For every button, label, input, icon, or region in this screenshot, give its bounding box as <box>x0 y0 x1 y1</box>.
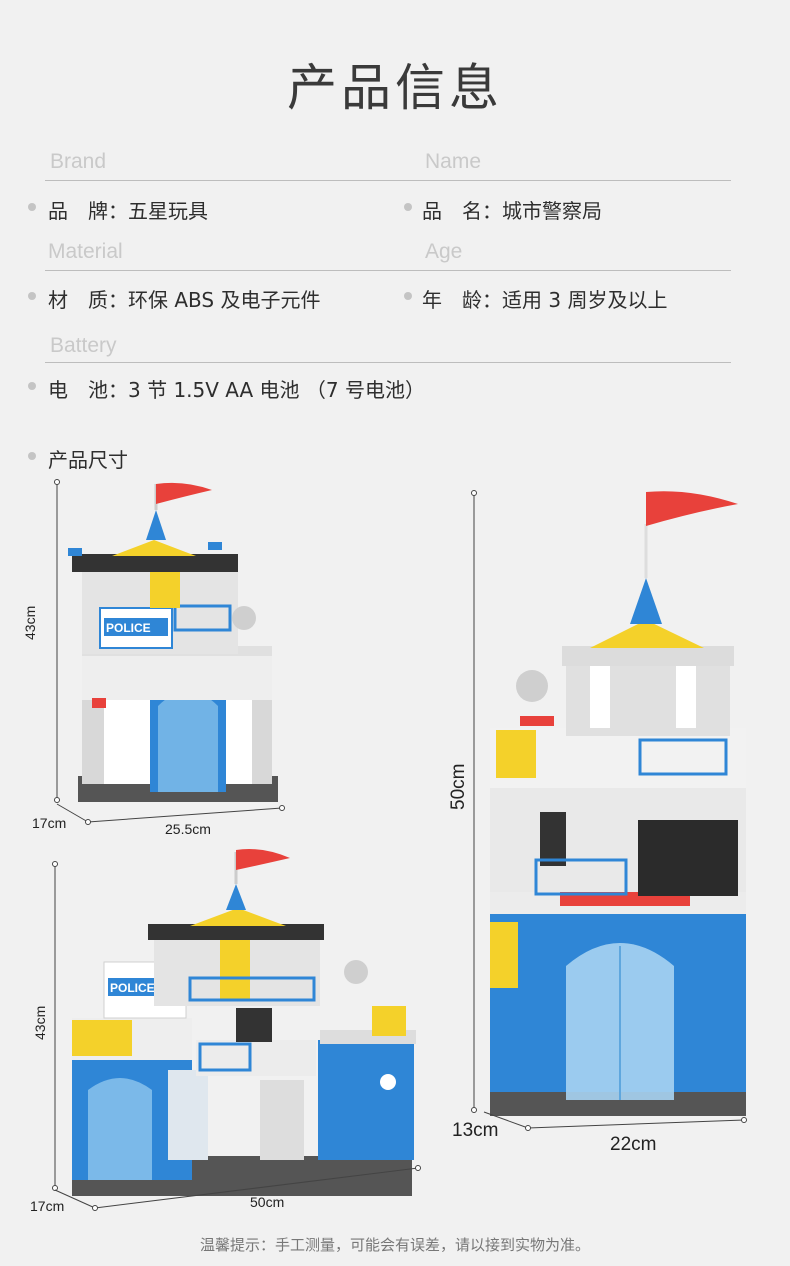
page-title: 产品信息 <box>287 59 503 117</box>
battery-row: 电 池：3 节 1.5V AA 电池 （7 号电池） <box>48 378 426 402</box>
bullet-icon <box>404 292 412 300</box>
battery-en-label: Battery <box>50 334 117 357</box>
product-b-illustration: POLICE <box>72 849 416 1196</box>
product-a-width-label: 25.5cm <box>165 821 211 837</box>
product-b-height-label: 43cm <box>32 1005 48 1040</box>
product-a-height-label: 43cm <box>22 605 38 640</box>
divider <box>45 362 731 363</box>
brand-en-label: Brand <box>50 150 107 173</box>
product-a-illustration: POLICE <box>68 482 278 802</box>
product-b-depth-label: 17cm <box>30 1198 65 1214</box>
age-row: 年 龄：适用 3 周岁及以上 <box>422 288 668 312</box>
divider <box>45 270 731 271</box>
product-b-police-sign: POLICE <box>110 981 155 995</box>
product-c-height-label: 50cm <box>448 763 469 810</box>
product-c-width-label: 22cm <box>610 1134 657 1155</box>
divider <box>45 180 731 181</box>
material-row: 材 质：环保 ABS 及电子元件 <box>48 288 321 312</box>
name-en-label: Name <box>425 150 482 173</box>
product-c-illustration <box>490 491 746 1116</box>
bullet-icon <box>28 203 36 211</box>
bullet-icon <box>28 382 36 390</box>
bullet-icon <box>28 292 36 300</box>
name-row: 品 名：城市警察局 <box>422 199 602 223</box>
size-section-label: 产品尺寸 <box>48 448 128 472</box>
product-a-depth-label: 17cm <box>32 815 67 831</box>
age-en-label: Age <box>425 240 463 263</box>
product-c-depth-label: 13cm <box>452 1120 499 1141</box>
product-a-police-sign: POLICE <box>106 621 151 635</box>
footnote: 温馨提示：手工测量，可能会有误差，请以接到实物为准。 <box>199 1236 590 1254</box>
material-en-label: Material <box>48 240 123 263</box>
product-b-width-label: 50cm <box>250 1194 285 1210</box>
bullet-icon <box>404 203 412 211</box>
brand-row: 品 牌：五星玩具 <box>48 199 208 223</box>
bullet-icon <box>28 452 36 460</box>
